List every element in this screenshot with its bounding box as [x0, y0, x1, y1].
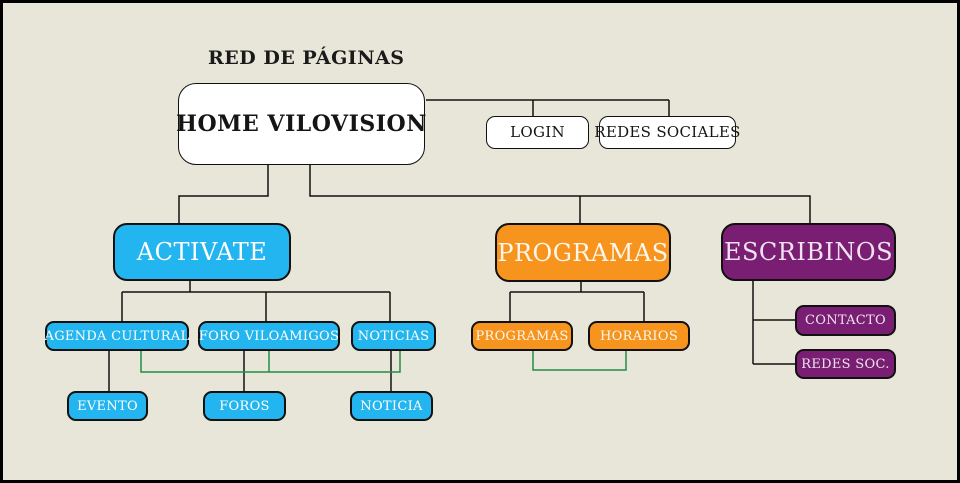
node-horarios: HORARIOS: [588, 321, 690, 351]
connector-lines: [108, 99, 811, 391]
node-activate: ACTIVATE: [113, 223, 291, 281]
node-redes-sociales: REDES SOCIALES: [594, 116, 740, 149]
node-noticia: NOTICIA: [350, 391, 433, 421]
node-redes-soc: REDES SOC.: [795, 349, 896, 379]
node-programas-sub: PROGRAMAS: [471, 321, 573, 351]
node-home-vilovision: HOME VILOVISION: [176, 83, 426, 165]
node-programas-main: PROGRAMAS: [495, 223, 671, 282]
black-connectors: [108, 99, 811, 391]
node-noticias: NOTICIAS: [351, 321, 436, 351]
diagram-title: RED DE PÁGINAS: [208, 47, 405, 69]
node-contacto: CONTACTO: [795, 305, 896, 336]
green-cross-links: [140, 351, 627, 373]
node-foros: FOROS: [203, 391, 286, 421]
node-foro-viloamigos: FORO VILOAMIGOS: [198, 321, 340, 351]
node-evento: EVENTO: [67, 391, 148, 421]
node-escribinos: ESCRIBINOS: [721, 223, 896, 281]
node-agenda-cultural: AGENDA CULTURAL: [45, 321, 189, 351]
node-login: LOGIN: [486, 116, 589, 149]
